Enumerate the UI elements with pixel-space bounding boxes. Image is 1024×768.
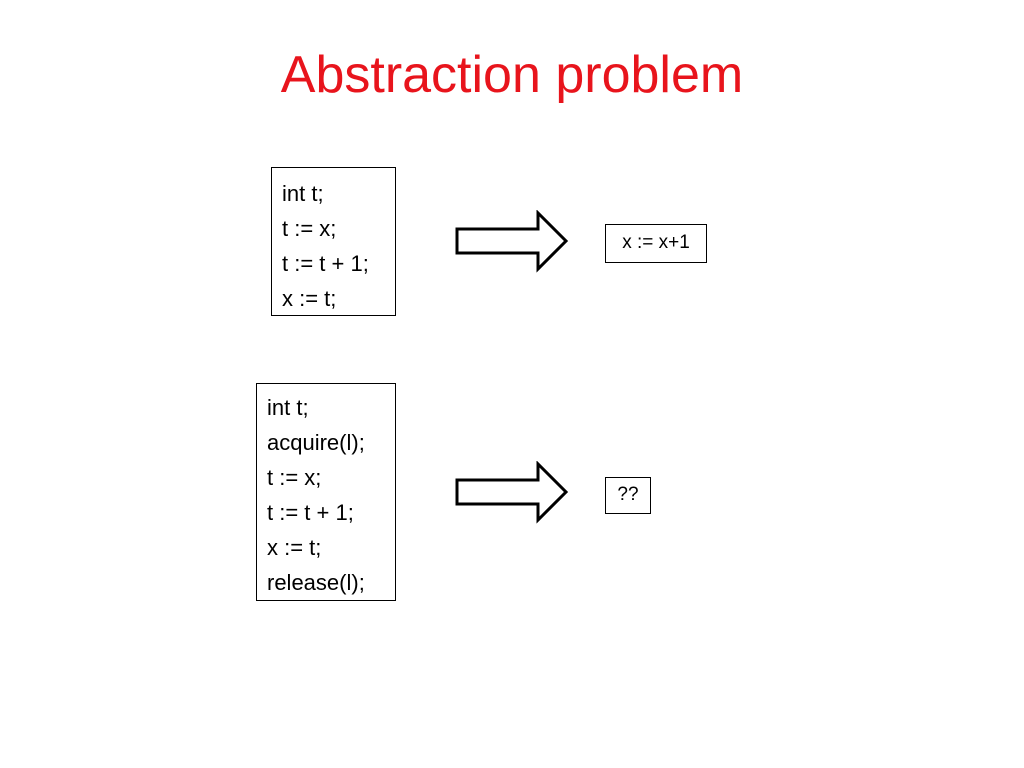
slide-title: Abstraction problem: [280, 46, 744, 104]
block-right-arrow-icon: [455, 461, 569, 524]
code-line: x := t;: [282, 286, 337, 311]
code-block-unsynchronized: int t; t := x; t := t + 1; x := t;: [271, 167, 396, 316]
unknown-result-box: ??: [605, 477, 651, 514]
code-line: x := t;: [267, 535, 322, 560]
code-line: acquire(l);: [267, 430, 365, 455]
abstraction-result-box: x := x+1: [605, 224, 707, 263]
code-line: int t;: [267, 395, 309, 420]
code-line: t := t + 1;: [267, 500, 354, 525]
code-line: t := x;: [282, 216, 337, 241]
code-line: t := x;: [267, 465, 322, 490]
code-line: release(l);: [267, 570, 365, 595]
block-right-arrow-icon: [455, 210, 569, 273]
code-block-locked: int t; acquire(l); t := x; t := t + 1; x…: [256, 383, 396, 601]
code-line: int t;: [282, 181, 324, 206]
code-line: t := t + 1;: [282, 251, 369, 276]
